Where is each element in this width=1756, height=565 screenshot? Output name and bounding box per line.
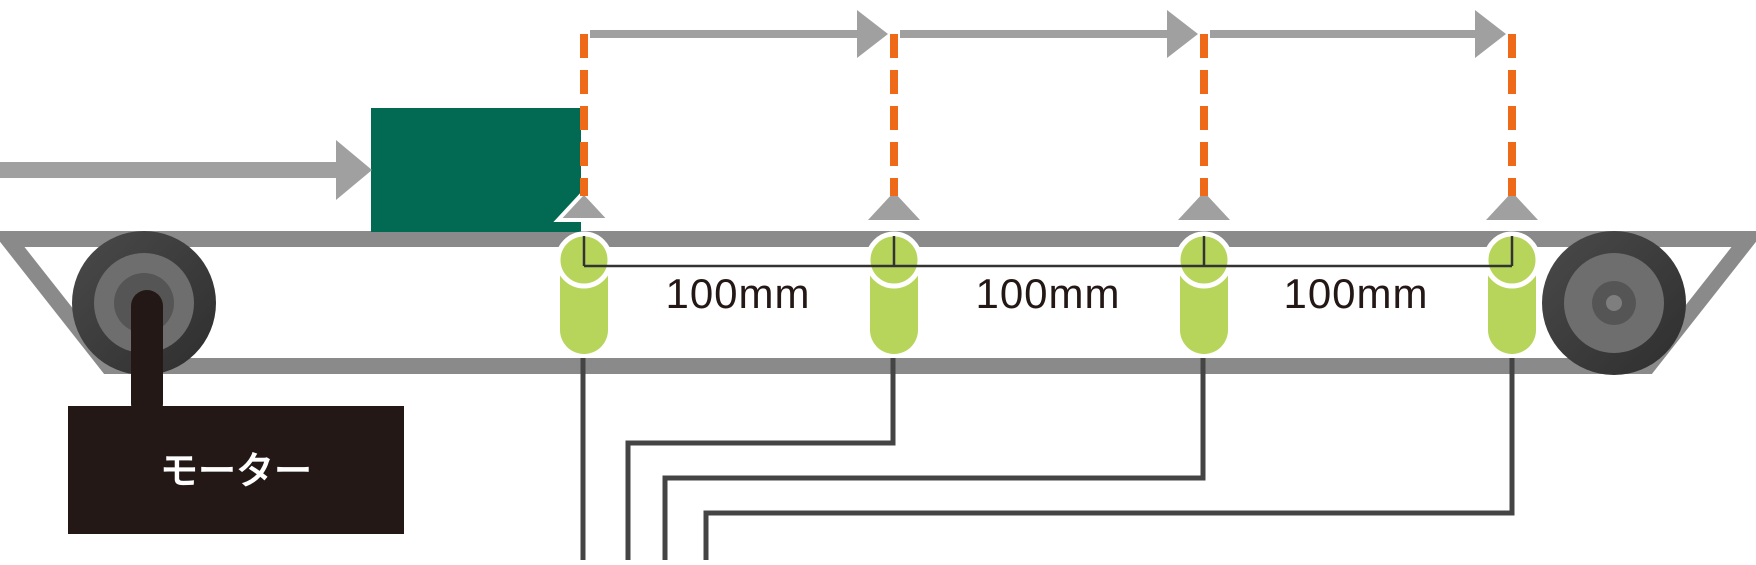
spacing-label-1: 100mm <box>665 270 810 317</box>
conveyance-arrow <box>0 140 372 200</box>
motor-shaft <box>131 290 163 420</box>
sensor-3-wire <box>662 358 1206 560</box>
sensor-2 <box>865 231 923 354</box>
progress-arrow-1 <box>590 10 888 58</box>
laser-beams <box>580 34 1516 196</box>
sensor-1-triangle <box>553 189 615 222</box>
sensor-wiring <box>580 358 1515 560</box>
spacing-dimension-line <box>582 236 1514 268</box>
sensor-2-triangle <box>868 192 920 220</box>
sensor-3-triangle <box>1178 192 1230 220</box>
spacing-label-2: 100mm <box>975 270 1120 317</box>
package-box <box>371 108 581 232</box>
motor-label: モーター <box>160 449 312 493</box>
sensor-4-wire <box>703 358 1515 560</box>
right-wheel <box>1542 231 1686 375</box>
progress-arrow-3 <box>1210 10 1506 58</box>
sensor-4-triangle <box>1486 192 1538 220</box>
sensor-2-wire <box>625 358 896 560</box>
progress-arrow-2 <box>900 10 1198 58</box>
spacing-label-3: 100mm <box>1283 270 1428 317</box>
motor-box <box>68 406 404 534</box>
sensor-4 <box>1483 231 1541 354</box>
